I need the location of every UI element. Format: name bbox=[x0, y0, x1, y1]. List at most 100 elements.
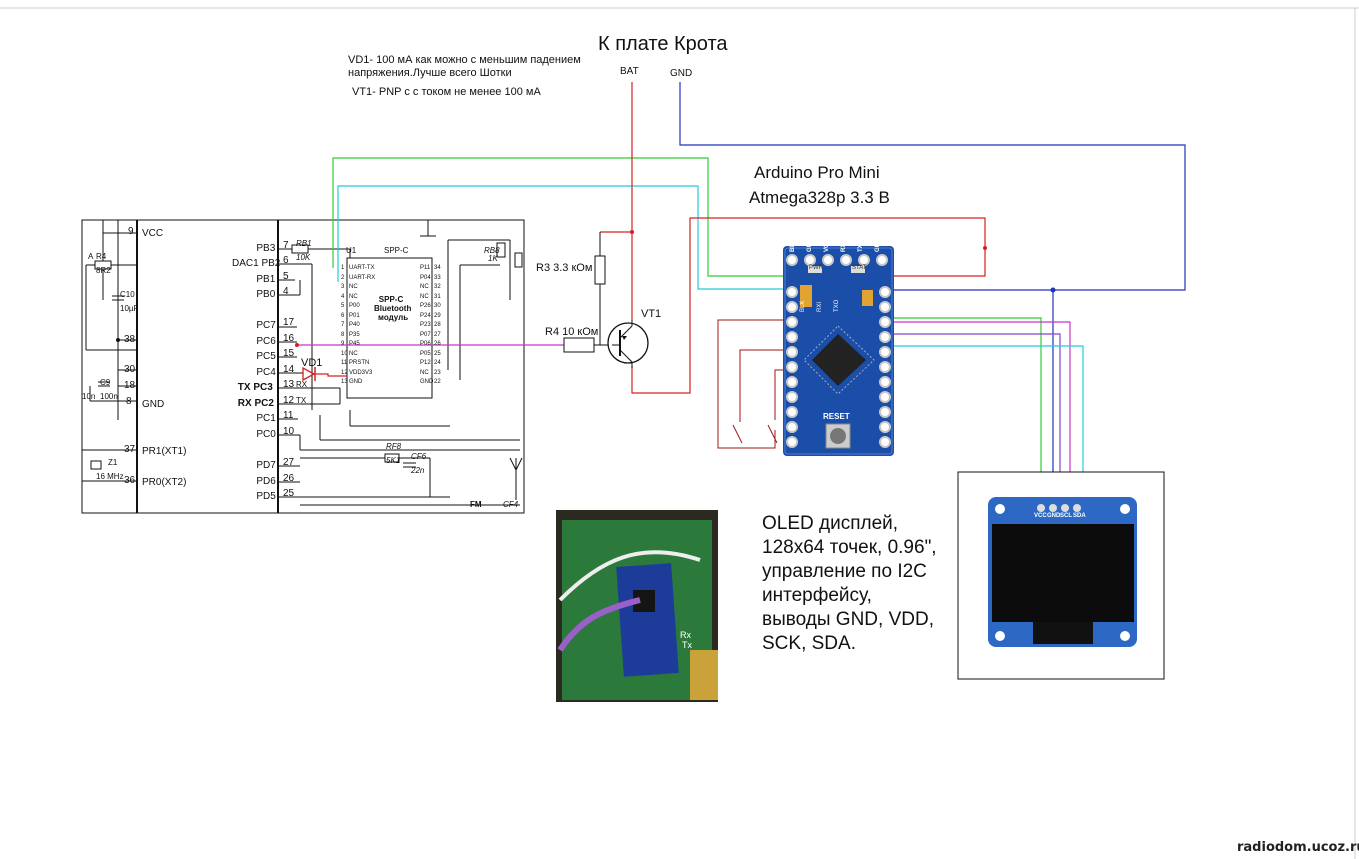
mcu-cf4-label: CF4 bbox=[503, 500, 519, 509]
arduino-led-pwr bbox=[808, 266, 822, 273]
oled-pin-label: VCC bbox=[1034, 513, 1047, 519]
mcu-c8-val: 10n bbox=[82, 392, 96, 401]
arduino-pin-label: VCC bbox=[824, 239, 830, 252]
mcu-pin-number: 6 bbox=[283, 255, 289, 266]
oled-desc-4: интерфейсу, bbox=[762, 585, 872, 606]
header-title: К плате Крота bbox=[598, 33, 728, 55]
note-vd1-cont: напряжения.Лучше всего Шотки bbox=[348, 67, 512, 79]
spp-pin-number: 32 bbox=[434, 284, 441, 290]
mcu-pin-number: 14 bbox=[283, 364, 295, 375]
mcu-pin-9: 9 bbox=[128, 226, 134, 237]
photo-module-blue bbox=[616, 563, 679, 677]
mcu-vcc: VCC bbox=[142, 228, 164, 239]
spp-c-body bbox=[346, 257, 433, 399]
wire-darkred-btn2 bbox=[739, 349, 790, 422]
label-gnd: GND bbox=[670, 68, 693, 79]
mcu-pr0: PR0(XT2) bbox=[142, 477, 187, 488]
spp-pin-name: P07 bbox=[420, 331, 431, 338]
mcu-pin-port: PC1 bbox=[256, 413, 276, 424]
label-vt1: VT1 bbox=[641, 308, 662, 320]
arduino-pin-hole bbox=[879, 301, 891, 313]
spp-pin-number: 5 bbox=[341, 303, 345, 309]
crystal-z1 bbox=[90, 460, 102, 470]
spp-pin-number: 10 bbox=[341, 350, 348, 357]
spp-pin-name: NC bbox=[349, 293, 358, 300]
mcu-pin-port: PB1 bbox=[256, 274, 276, 285]
spp-pin-number: 6 bbox=[341, 312, 345, 319]
arduino-pin-hole bbox=[879, 316, 891, 328]
spp-pin-number: 7 bbox=[341, 322, 345, 328]
arduino-inner-label: RXI bbox=[817, 301, 823, 312]
resistor-rb1 bbox=[291, 244, 309, 254]
spp-cf6: CF6 bbox=[411, 452, 427, 461]
spp-body-2: Bluetooth bbox=[374, 304, 412, 313]
arduino-pin-hole bbox=[876, 254, 888, 266]
spp-pin-name: P00 bbox=[349, 303, 360, 309]
label-vd1: VD1 bbox=[301, 357, 323, 369]
mcu-c10: C10 bbox=[120, 290, 135, 299]
photo-tx: Tx bbox=[682, 640, 692, 650]
mcu-pin-port: PB3 bbox=[256, 243, 276, 254]
wire-green-oled-vcc bbox=[892, 317, 1042, 512]
arduino-reset-cap bbox=[830, 428, 846, 444]
mcu-rx-label: RX bbox=[296, 380, 308, 389]
spp-pin-name: NC bbox=[420, 293, 429, 300]
label-r3: R3 3.3 кОм bbox=[536, 262, 593, 274]
spp-pin-number: 25 bbox=[434, 350, 441, 357]
watermark: radiodom.ucoz.ru bbox=[1237, 840, 1359, 855]
spp-pin-number: 33 bbox=[434, 274, 441, 281]
spp-pin-number: 31 bbox=[434, 293, 441, 300]
spp-rb1-val: 10K bbox=[296, 253, 311, 262]
mcu-pin-port: RX PC2 bbox=[237, 398, 274, 409]
arduino-pin-label: RXI bbox=[841, 241, 847, 252]
spp-pin-number: 27 bbox=[434, 331, 441, 338]
mcu-pin-number: 27 bbox=[283, 457, 295, 468]
oled-mount-hole bbox=[995, 631, 1005, 641]
label-r4: R4 10 кОм bbox=[545, 326, 599, 338]
photo-chip bbox=[633, 590, 655, 612]
mcu-fm-label: FM bbox=[470, 500, 482, 509]
spp-pin-number: 28 bbox=[434, 322, 441, 328]
arduino-pin-hole bbox=[786, 376, 798, 388]
mcu-pin-number: 4 bbox=[283, 286, 289, 297]
spp-pin-number: 2 bbox=[341, 274, 345, 281]
arduino-led-stat bbox=[851, 266, 865, 273]
spp-rb1: RB1 bbox=[296, 239, 312, 248]
photo-rx: Rx bbox=[680, 630, 691, 640]
spp-pin-name: UART-TX bbox=[349, 265, 375, 271]
oled-pin bbox=[1037, 504, 1045, 512]
label-bat: BAT bbox=[620, 66, 639, 77]
spp-pin-name: P23 bbox=[420, 322, 431, 328]
spp-pin-name: VDD3V3 bbox=[349, 369, 373, 376]
spp-pin-name: NC bbox=[349, 284, 358, 290]
arduino-pin-hole bbox=[879, 376, 891, 388]
resistor-rb8 bbox=[496, 242, 506, 258]
wire-cyan-oled bbox=[892, 345, 1084, 512]
junction-bat bbox=[630, 230, 634, 234]
mcu-pin-port: PD6 bbox=[256, 476, 276, 487]
arduino-pin-hole bbox=[786, 421, 798, 433]
antenna-arm bbox=[509, 457, 517, 471]
arduino-pin-hole bbox=[879, 346, 891, 358]
oled-desc-6: SCK, SDA. bbox=[762, 633, 856, 654]
arduino-pin-hole bbox=[879, 421, 891, 433]
antenna-arm bbox=[515, 457, 523, 471]
spp-body-1: SPP-C bbox=[378, 295, 404, 304]
arduino-pin-hole bbox=[879, 331, 891, 343]
mcu-pin-number: 16 bbox=[283, 333, 295, 344]
arduino-pin-hole bbox=[786, 254, 798, 266]
wire-red-vcc bbox=[631, 217, 986, 394]
oled-desc-3: управление по I2C bbox=[762, 561, 927, 582]
arduino-pin-label: GRN bbox=[875, 238, 881, 252]
spp-pin-number: 13 bbox=[341, 379, 348, 385]
transistor-collector bbox=[619, 349, 633, 363]
spp-pin-number: 12 bbox=[341, 369, 348, 376]
arduino-pin-hole bbox=[786, 346, 798, 358]
arduino-pin-hole bbox=[840, 254, 852, 266]
arduino-pin-hole bbox=[786, 361, 798, 373]
oled-mount-hole bbox=[1120, 504, 1130, 514]
spp-pin-name: P45 bbox=[349, 341, 360, 347]
spp-rf8: RF8 bbox=[386, 442, 402, 451]
transistor-body bbox=[607, 322, 649, 364]
